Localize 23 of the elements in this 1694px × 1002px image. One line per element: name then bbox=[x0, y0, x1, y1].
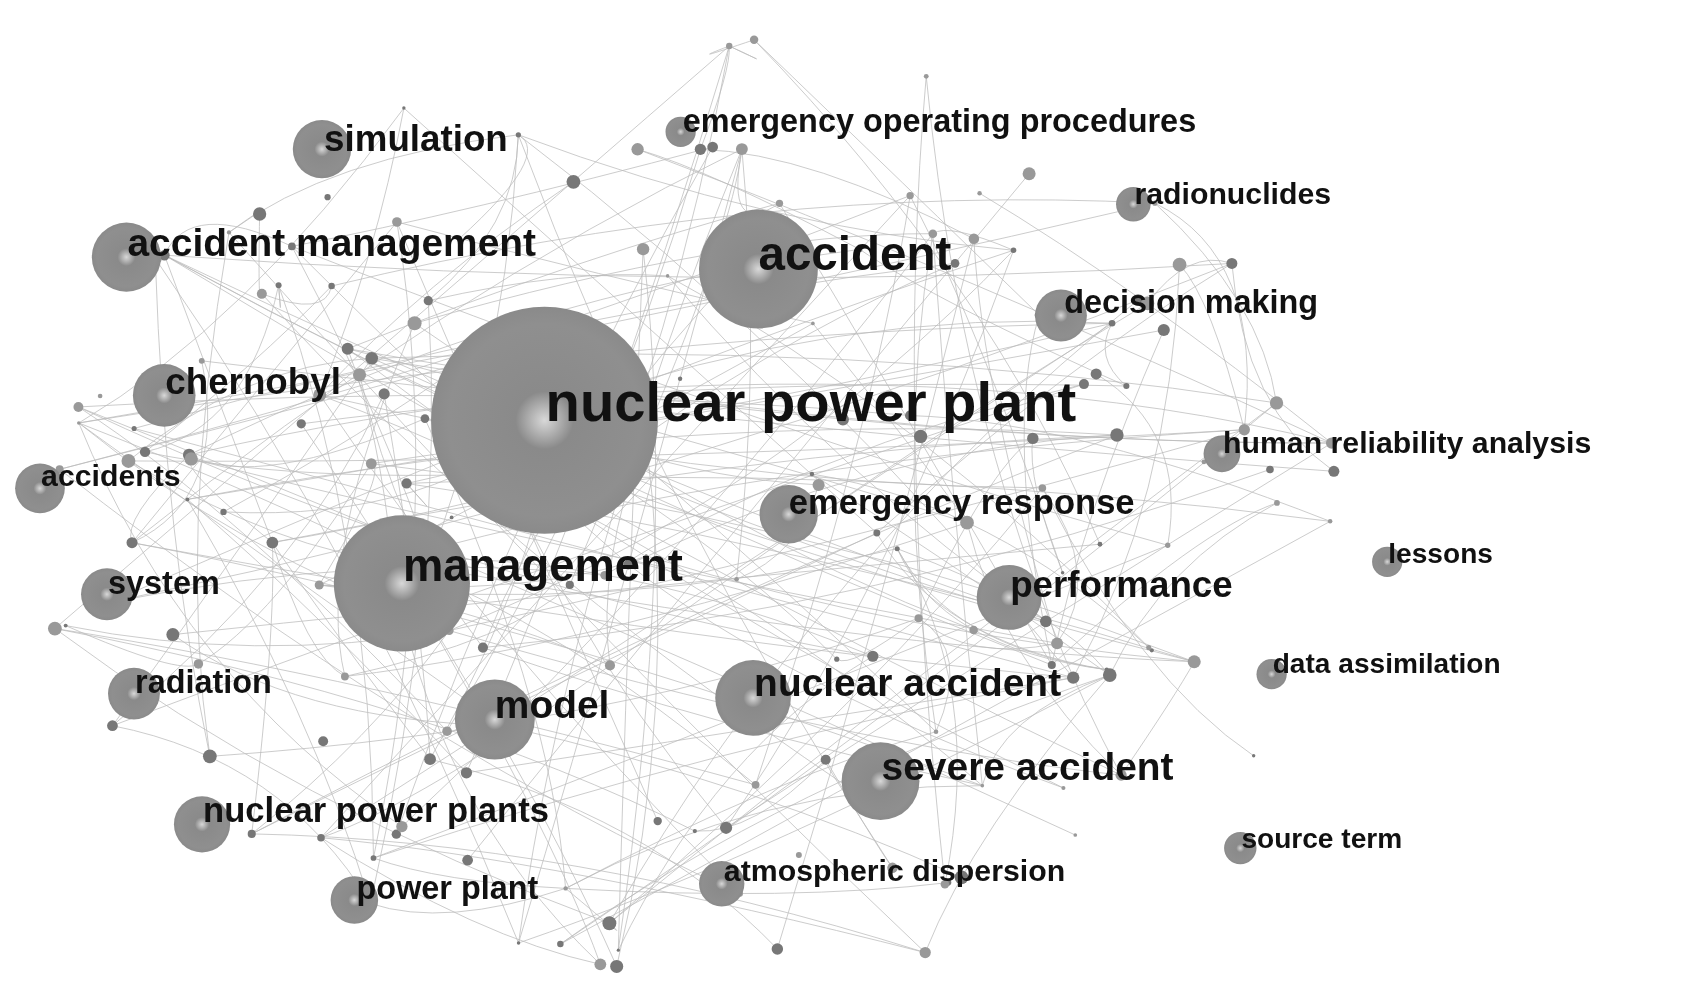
keyword-label: severe accident bbox=[881, 747, 1174, 787]
keyword-label: decision making bbox=[1064, 286, 1319, 319]
keyword-label: nuclear power plants bbox=[203, 793, 549, 828]
keyword-label: management bbox=[403, 543, 683, 589]
keyword-label: radiation bbox=[135, 665, 272, 698]
keyword-label: lessons bbox=[1388, 539, 1493, 568]
keyword-label: data assimilation bbox=[1272, 649, 1501, 678]
keyword-label: system bbox=[108, 567, 220, 600]
keyword-label: radionuclides bbox=[1134, 179, 1332, 210]
keyword-label: emergency operating procedures bbox=[682, 104, 1197, 138]
keyword-label: human reliability analysis bbox=[1223, 427, 1592, 459]
keyword-label: accidents bbox=[41, 461, 181, 492]
keyword-label: power plant bbox=[356, 871, 539, 905]
keyword-label: accident management bbox=[127, 223, 536, 263]
keyword-label: model bbox=[494, 686, 610, 725]
keyword-label: accident bbox=[758, 230, 952, 278]
keyword-label: emergency response bbox=[788, 485, 1135, 520]
keyword-label: chernobyl bbox=[165, 363, 341, 400]
keyword-label: nuclear accident bbox=[754, 663, 1062, 703]
keyword-label: simulation bbox=[324, 119, 508, 157]
keyword-label: performance bbox=[1010, 566, 1233, 603]
keyword-label: atmospheric dispersion bbox=[723, 855, 1066, 886]
keyword-label: source term bbox=[1241, 824, 1403, 853]
